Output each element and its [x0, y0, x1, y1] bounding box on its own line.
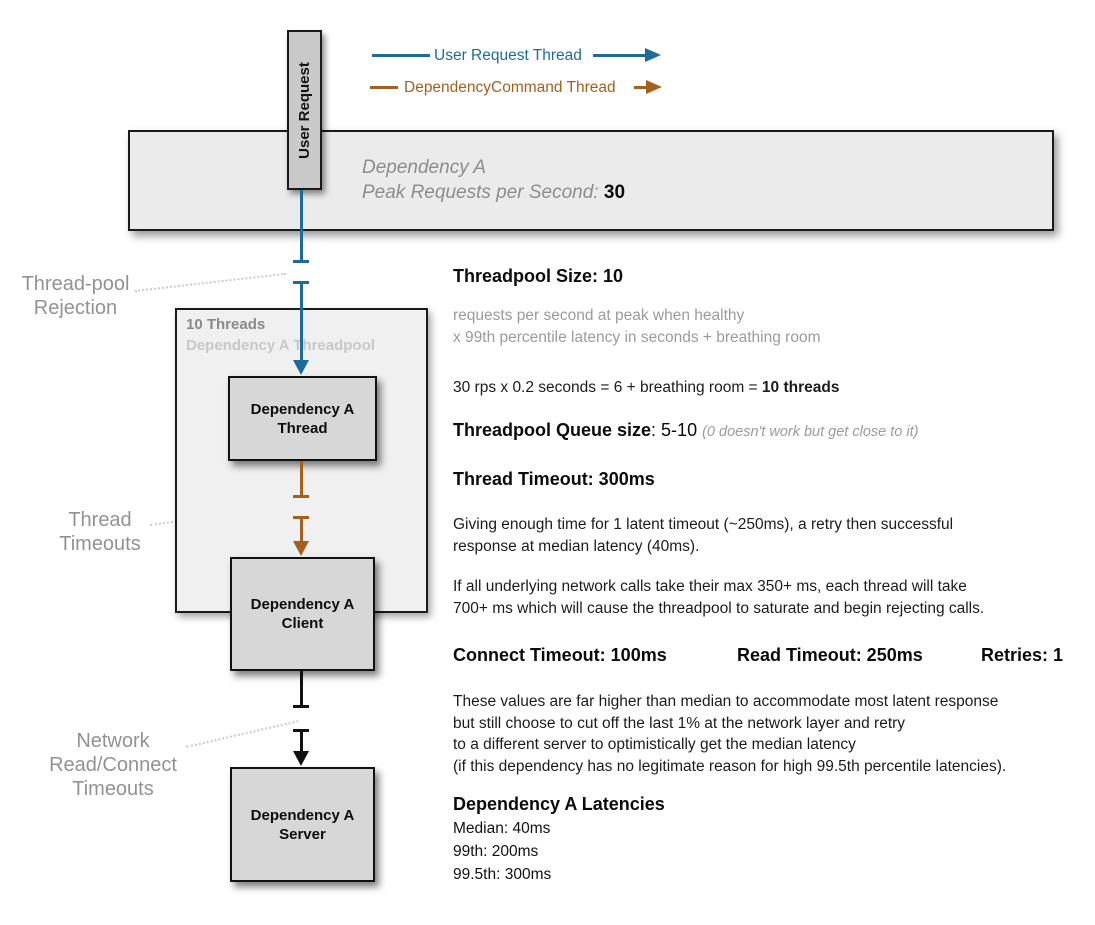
threadpool-size-heading: Threadpool Size: 10	[453, 266, 624, 286]
thread-timeout-para2: If all underlying network calls take the…	[453, 578, 985, 617]
thread-pool-rejection-label: Thread-pool Rejection	[21, 273, 130, 319]
dependency-command-flow-line	[300, 516, 303, 542]
queue-note: (0 doesn't work but get close to it)	[702, 424, 919, 440]
threadpool-size-note: requests per second at peak when healthy…	[453, 307, 821, 346]
latencies-heading: Dependency A Latencies	[453, 794, 665, 814]
network-timeouts-label: Network Read/Connect Timeouts	[49, 730, 177, 800]
dependency-banner-text: Dependency A Peak Requests per Second: 3…	[362, 155, 625, 205]
dependency-command-flow-line	[300, 461, 303, 497]
read-timeout-heading: Read Timeout: 250ms	[737, 645, 923, 665]
user-request-flow-line	[300, 281, 303, 361]
thread-timeouts-label: Thread Timeouts	[59, 509, 141, 555]
dotted-pointer	[186, 720, 299, 748]
dependency-a-client-box: Dependency A Client	[230, 557, 375, 671]
network-flow-line	[300, 729, 303, 752]
queue-tick	[293, 260, 309, 263]
user-request-label: User Request	[296, 61, 314, 159]
network-flow-line	[300, 671, 303, 707]
thread-timeout-para1: Giving enough time for 1 latent timeout …	[453, 516, 954, 555]
connect-timeout-heading: Connect Timeout: 100ms	[453, 645, 667, 665]
dependency-a-thread-box: Dependency A Thread	[228, 376, 377, 461]
legend-line-user-request	[372, 54, 430, 57]
right-arrow-icon	[646, 80, 662, 94]
threadpool-queue-heading: Threadpool Queue size: 5-10 (0 doesn't w…	[453, 420, 919, 440]
dependency-banner-subtitle: Peak Requests per Second: 30	[362, 182, 626, 203]
formula-result: 10 threads	[761, 379, 840, 396]
network-timeout-tick	[293, 705, 309, 708]
timeout-tick	[293, 495, 309, 498]
down-arrow-icon	[293, 541, 309, 556]
network-timeout-para: These values are far higher than median …	[453, 693, 1007, 775]
user-request-flow-line	[300, 190, 303, 262]
legend-line-dependency-command	[370, 86, 398, 89]
thread-timeout-heading: Thread Timeout: 300ms	[453, 469, 655, 489]
threadpool-title: 10 Threads	[186, 316, 266, 333]
latency-99-5th: 99.5th: 300ms	[453, 866, 552, 883]
latency-99th: 99th: 200ms	[453, 843, 539, 860]
retries-heading: Retries: 1	[981, 645, 1064, 665]
dotted-pointer	[135, 272, 287, 292]
dependency-banner	[128, 130, 1054, 231]
legend-arrow-shaft-dependency-command	[634, 86, 646, 89]
threadpool-subtitle: Dependency A Threadpool	[186, 337, 375, 354]
down-arrow-icon	[293, 751, 309, 766]
legend-arrow-shaft-user-request	[593, 54, 645, 57]
legend-label-user-request: User Request Thread	[434, 47, 582, 64]
latency-median: Median: 40ms	[453, 820, 551, 837]
dependency-banner-title: Dependency A	[362, 157, 486, 178]
legend-label-dependency-command: DependencyCommand Thread	[404, 79, 616, 96]
right-arrow-icon	[645, 48, 661, 62]
user-request-box: User Request	[287, 30, 322, 190]
peak-rps-value: 30	[603, 182, 626, 203]
down-arrow-icon	[293, 360, 309, 375]
threadpool-size-formula: 30 rps x 0.2 seconds = 6 + breathing roo…	[453, 379, 840, 396]
dependency-a-server-box: Dependency A Server	[230, 767, 375, 882]
